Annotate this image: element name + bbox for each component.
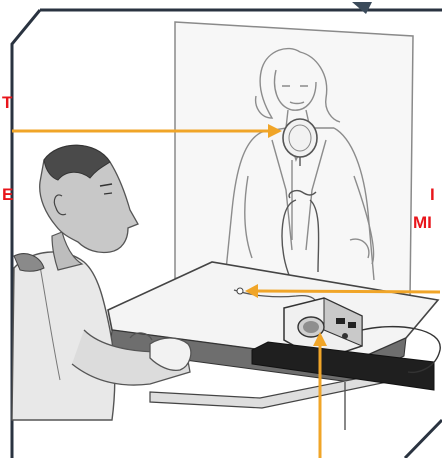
- label-right-top: I: [430, 186, 435, 203]
- frame-corner-mark: [352, 2, 372, 14]
- label-right-mid: MI: [413, 214, 432, 231]
- desk-cable-clip: [237, 288, 243, 294]
- listener-figure: [12, 145, 191, 420]
- label-left-top: T: [2, 94, 12, 111]
- label-left-mid: E: [2, 186, 13, 203]
- glass-partition: [175, 22, 413, 300]
